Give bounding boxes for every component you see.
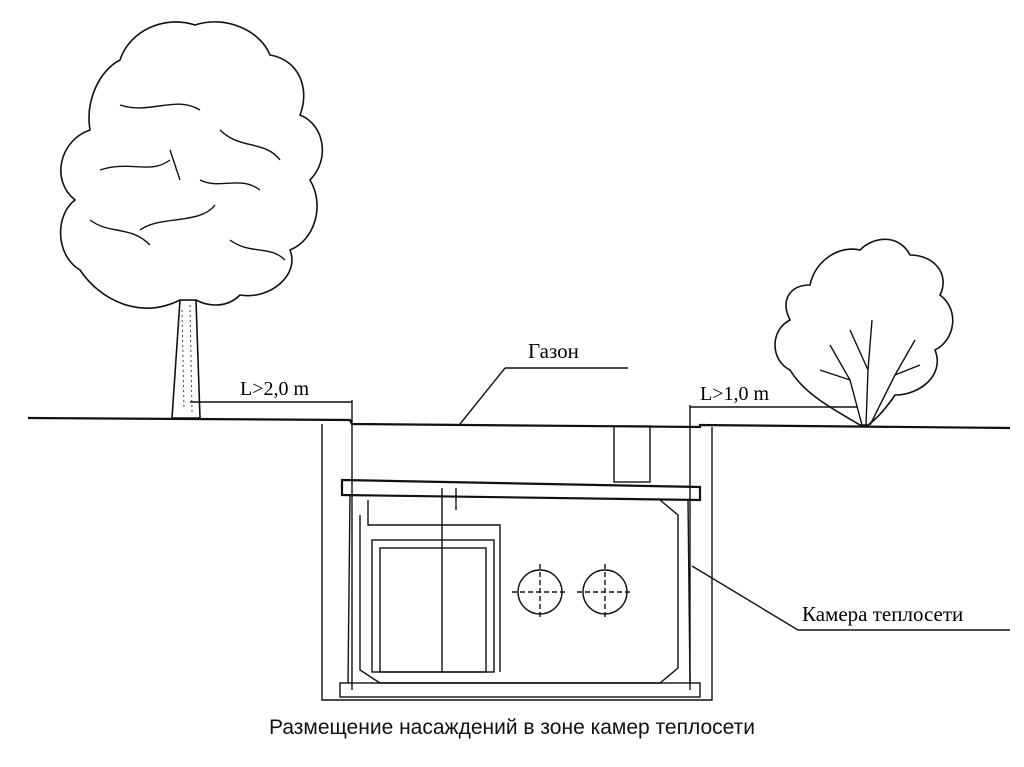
lawn-label: Газон	[528, 339, 579, 363]
tree-icon	[59, 21, 324, 419]
tree-distance-dimension: L>2,0 m	[190, 378, 353, 690]
chamber-leader: Камера теплосети	[691, 565, 1010, 631]
tree-distance-label: L>2,0 m	[240, 378, 309, 400]
ground-line	[27, 416, 1011, 430]
shrub-distance-label: L>1,0 m	[700, 383, 769, 405]
diagram-caption: Размещение насаждений в зоне камер тепло…	[269, 716, 755, 739]
heat-chamber	[321, 424, 713, 701]
chamber-label: Камера теплосети	[802, 602, 963, 626]
pipe-icon	[512, 564, 633, 620]
shrub-distance-dimension: L>1,0 m	[689, 383, 858, 690]
shrub-icon	[774, 238, 954, 426]
lawn-leader: Газон	[459, 339, 628, 425]
